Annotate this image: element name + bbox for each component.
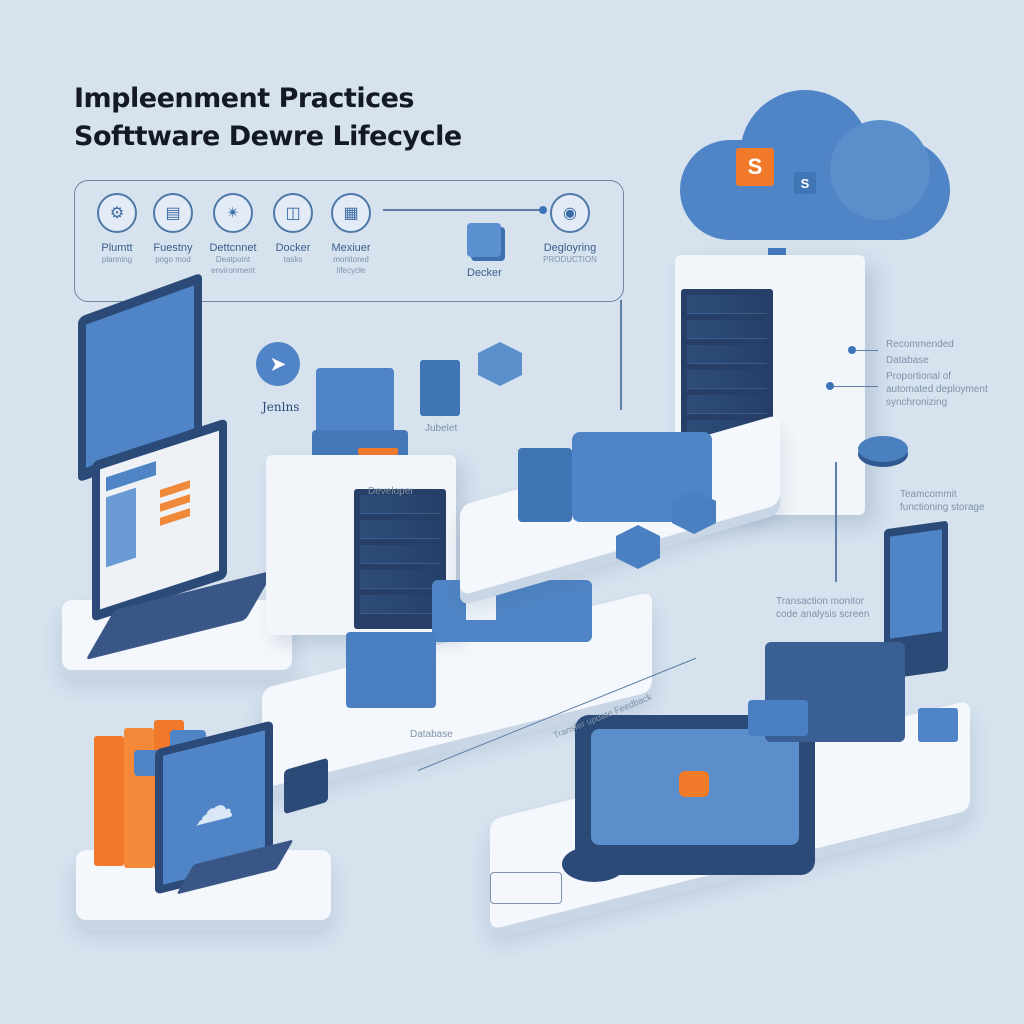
annotation-automation: Proportional of automated deployment syn… xyxy=(886,371,988,408)
cloud-badge-secondary: S xyxy=(794,172,816,194)
docker-cube-label: Decker xyxy=(467,267,502,279)
network-icon: ✴ xyxy=(213,193,253,233)
cloud-badge-primary: S xyxy=(736,148,774,186)
flow-step-monitor: ▦ Mexiuer monitored lifecycle xyxy=(311,193,391,276)
orange-core-icon xyxy=(679,771,709,797)
gear-icon: ⚙ xyxy=(97,193,137,233)
step-label: Plumtt xyxy=(101,242,133,254)
kiosk-note: Transaction monitor code analysis screen xyxy=(776,596,870,620)
lifecycle-flow-box: ⚙ Plumtt planning ▤ Fuestny pogo mod ✴ D… xyxy=(74,180,624,302)
step-label: Mexiuer xyxy=(331,242,371,254)
server-tower-center xyxy=(266,455,456,635)
database-container-icon xyxy=(346,632,436,708)
step-label: Degloyring xyxy=(543,242,597,254)
container-tray-icon xyxy=(432,580,592,642)
annotation-recommended: Recommended xyxy=(886,339,954,350)
jenkins-logo-icon: ➤ xyxy=(256,342,300,386)
annotation-dot xyxy=(826,382,834,390)
disk-note: Teamcommit functioning storage xyxy=(900,489,985,513)
step-sub: planning xyxy=(101,255,133,264)
input-bracket xyxy=(490,872,562,904)
flow-step-deploy-env: ✴ Dettcnnet Deatpoint environment xyxy=(193,193,273,276)
kubelet-icon xyxy=(420,360,460,416)
step-sub: pogo mod xyxy=(155,255,191,264)
annotation-dot xyxy=(848,346,856,354)
cloud-icon: S S xyxy=(680,80,950,298)
docker-cube-icon xyxy=(467,223,501,257)
annotation-line xyxy=(856,350,878,351)
kubelet-label: Jubelet xyxy=(425,423,458,434)
token-disk-icon xyxy=(562,846,626,882)
deploy-icon: ◉ xyxy=(550,193,590,233)
flow-step-deploy: ◉ Degloyring PRODUCTION xyxy=(530,193,610,265)
monitor-icon: ▦ xyxy=(331,193,371,233)
central-processing-unit xyxy=(575,715,815,875)
annotation-line xyxy=(834,386,878,387)
flow-step-build: ▤ Fuestny pogo mod xyxy=(133,193,213,265)
step-label: Fuestny xyxy=(153,242,193,254)
annotation-database: Database xyxy=(886,355,929,366)
storage-disk-icon xyxy=(858,436,908,462)
title-line-1: Impleenment Practices xyxy=(74,83,414,114)
flow-step-docker: ◫ Docker tasks xyxy=(253,193,333,265)
step-label: Dettcnnet xyxy=(209,242,257,254)
step-sub: tasks xyxy=(283,255,303,264)
server-rack-icon xyxy=(354,489,446,629)
flow-connector-dot xyxy=(539,206,547,214)
step-sub: monitored lifecycle xyxy=(333,255,369,275)
step-sub: PRODUCTION xyxy=(543,255,597,264)
docker-icon: ◫ xyxy=(273,193,313,233)
build-icon: ▤ xyxy=(153,193,193,233)
hex-service-icon xyxy=(478,342,522,386)
flow-down-connector xyxy=(620,300,622,410)
builder-label: Developer xyxy=(368,486,414,497)
disk-connector xyxy=(835,462,837,582)
jenkins-build-server xyxy=(316,368,394,438)
title-line-2: Softtware Dewre Lifecycle xyxy=(74,121,462,152)
database-label: Database xyxy=(410,729,453,740)
pipeline-panel-icon xyxy=(518,448,572,522)
sync-module-icon xyxy=(748,700,808,736)
step-sub: Deatpoint environment xyxy=(210,255,256,275)
small-module-icon xyxy=(918,708,958,742)
step-label: Docker xyxy=(275,242,311,254)
flow-connector xyxy=(383,209,543,211)
page-title: Impleenment Practices Softtware Dewre Li… xyxy=(74,80,462,156)
jenkins-label: Jenlns xyxy=(262,400,300,414)
flow-step-plan: ⚙ Plumtt planning xyxy=(77,193,157,265)
